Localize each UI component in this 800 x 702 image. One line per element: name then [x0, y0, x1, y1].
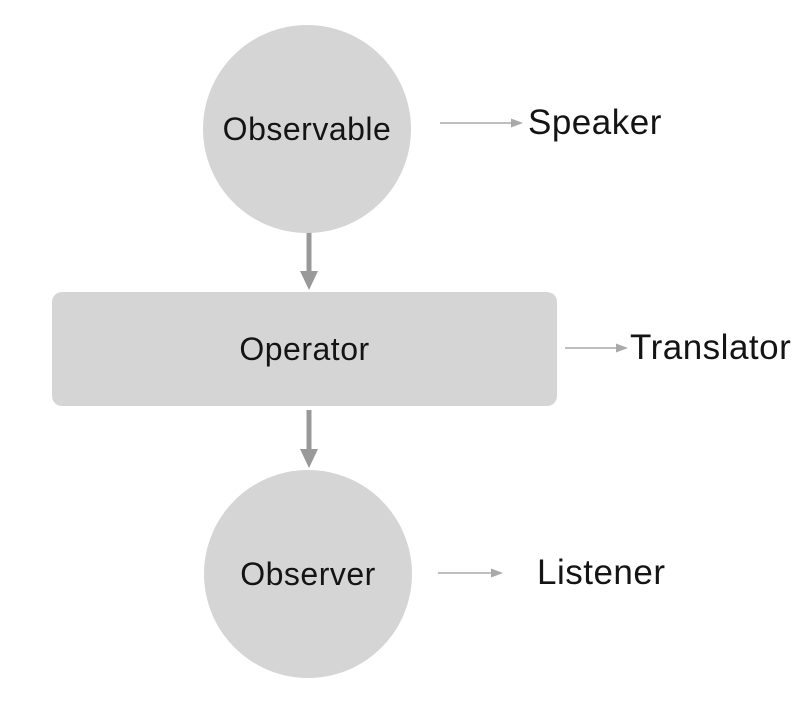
arrow-operator-to-observer-icon	[300, 410, 318, 468]
arrow-observable-to-speaker-icon	[440, 118, 523, 128]
arrow-observable-to-operator-icon	[300, 232, 318, 290]
annotation-translator: Translator	[630, 328, 792, 367]
node-observable: Observable	[203, 25, 411, 233]
node-observer-label: Observer	[240, 555, 376, 592]
node-operator-label: Operator	[239, 330, 370, 367]
arrow-operator-to-translator-icon	[565, 343, 628, 353]
annotation-listener: Listener	[537, 553, 666, 592]
arrow-observer-to-listener-icon	[438, 568, 503, 578]
node-observable-label: Observable	[222, 110, 392, 147]
node-observer: Observer	[204, 470, 412, 678]
annotation-speaker: Speaker	[528, 103, 662, 142]
node-operator: Operator	[52, 292, 557, 406]
